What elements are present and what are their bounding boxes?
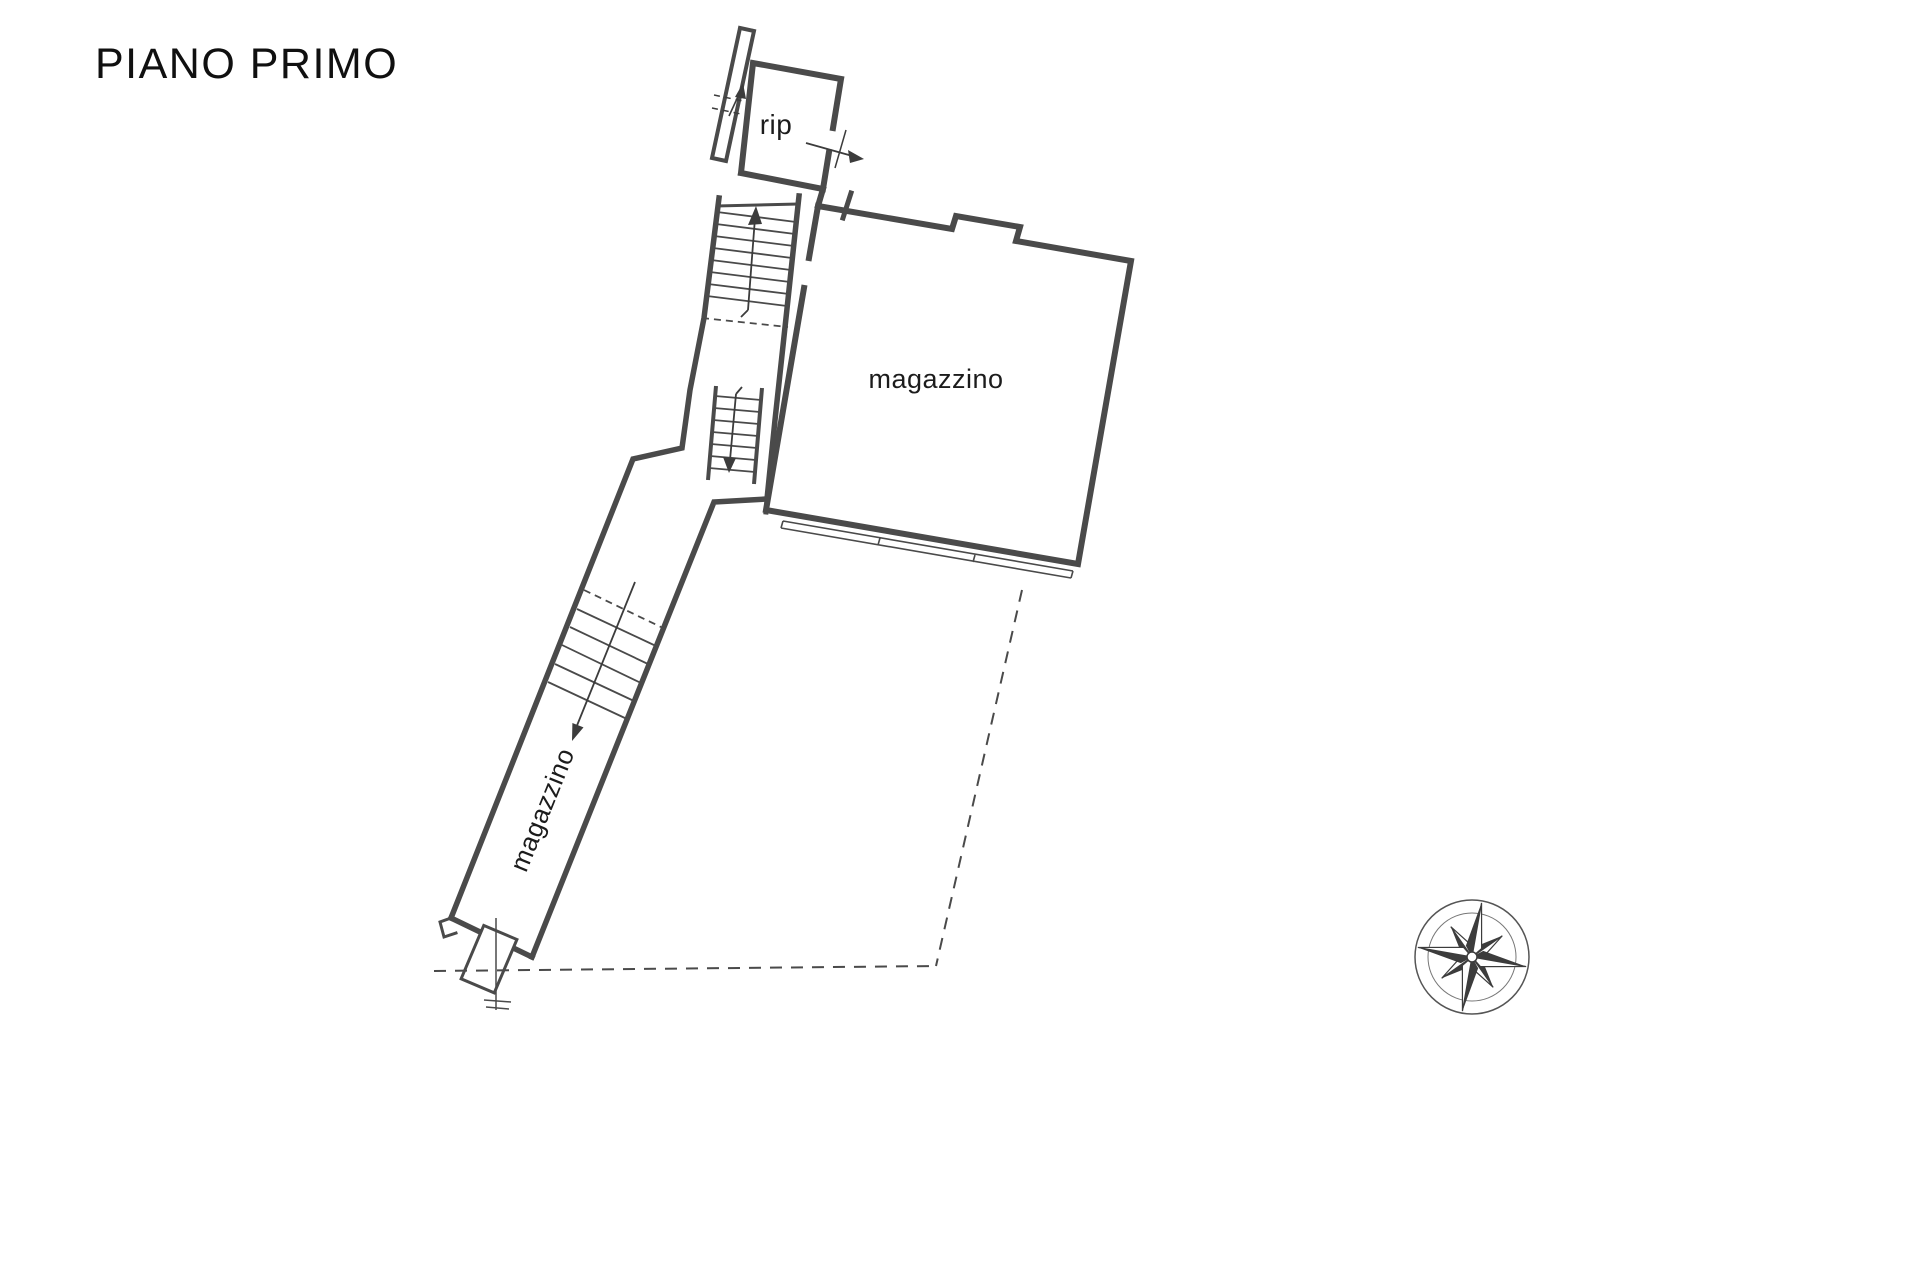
compass-rose-icon: [1414, 899, 1530, 1015]
stair-arrow-upper: [740, 217, 756, 318]
compass-inner-ring: [1427, 912, 1517, 1002]
stair-arrow-corridor: [575, 581, 636, 729]
room-label-magazzino-corridor: magazzino: [504, 744, 581, 876]
stair-arrow-lower-head: [723, 457, 736, 473]
stair-arrow-lower: [729, 386, 743, 461]
staircase-lower: [706, 385, 764, 485]
staircase-corridor-cut-line: [583, 589, 664, 629]
stair-arrows: [572, 206, 762, 741]
compass-hub: [1466, 951, 1478, 963]
wall-stub: [839, 189, 855, 222]
rip-door-arrow: [805, 142, 857, 158]
rip-door-arrow-head: [848, 150, 864, 163]
upper-door-arrow-head: [735, 83, 746, 99]
staircase-lower-steps: [708, 395, 762, 473]
window-band-lines: [780, 520, 1074, 579]
shaft-corridor-left-wall: [447, 194, 723, 922]
boundary-diagonal: [935, 589, 1023, 967]
window-band: [780, 520, 1074, 579]
landing-edge: [715, 202, 799, 208]
rip-door-slash: [834, 129, 847, 169]
upper-door-dashes: [711, 94, 744, 115]
wall-connector: [763, 497, 770, 515]
room-label-rip: rip: [760, 109, 793, 140]
door-symbols: [711, 83, 864, 169]
stair-arrow-corridor-head: [572, 723, 584, 741]
corridor-corner-detail: [438, 916, 458, 939]
flue-detail: [459, 918, 519, 1010]
flue-box: [459, 923, 519, 995]
room-label-magazzino-large: magazzino: [868, 364, 1003, 394]
boundary-bottom: [433, 965, 937, 972]
page-title: PIANO PRIMO: [95, 40, 399, 88]
compass-outer-ring: [1414, 899, 1530, 1015]
shaft-corridor-right-wall: [528, 192, 803, 961]
stair-arrow-upper-head: [748, 206, 762, 225]
boundary-dashed-lines: [433, 589, 1023, 972]
flue-axis-line: [483, 918, 512, 1010]
rip-room-walls: [737, 59, 845, 210]
stair-cut-line: [701, 317, 789, 328]
